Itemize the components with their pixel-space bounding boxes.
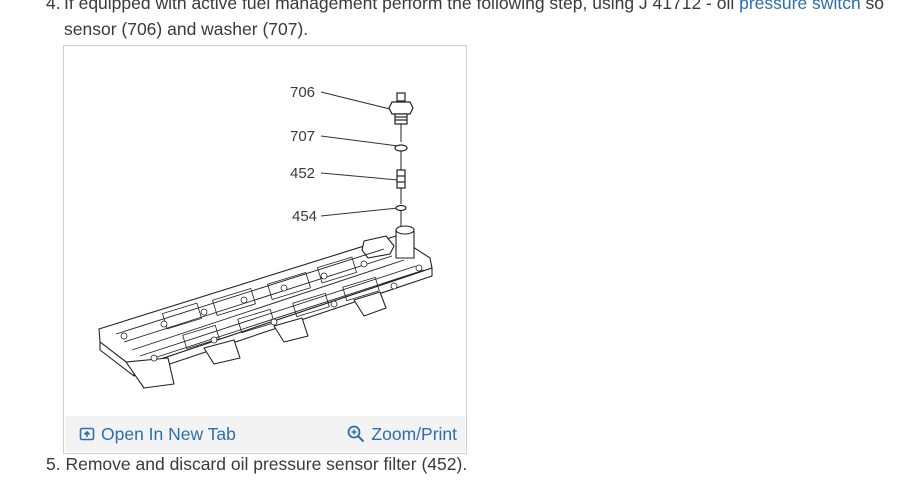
step-4-text-tail: so — [860, 0, 885, 13]
step-5-text: Remove and discard oil pressure sensor f… — [65, 454, 468, 474]
oil-pressure-sensor-part — [388, 92, 414, 142]
open-in-new-tab-icon — [79, 427, 95, 441]
o-ring-part — [395, 204, 407, 212]
zoom-print-label: Zoom/Print — [371, 423, 457, 444]
callout-706: 706 — [290, 84, 315, 101]
step-5-number: 5. — [46, 454, 61, 474]
figure-oil-pressure-sensor: 706 707 452 454 — [63, 45, 467, 454]
callout-454: 454 — [292, 208, 317, 225]
figure-toolbar: Open In New Tab Zoom/Print — [65, 416, 465, 452]
valve-body-part — [98, 225, 433, 389]
step-4-text: If equipped with active fuel management … — [64, 0, 740, 13]
step-4: 4.If equipped with active fuel managemen… — [46, 0, 900, 42]
step-5: 5. Remove and discard oil pressure senso… — [46, 452, 467, 476]
zoom-magnifier-icon — [348, 425, 365, 443]
open-in-new-tab-label: Open In New Tab — [101, 423, 236, 444]
oil-pressure-switch-link[interactable]: pressure switch — [739, 0, 861, 13]
washer-part — [394, 144, 408, 152]
callout-452: 452 — [290, 165, 315, 182]
step-4-line-2: sensor (706) and washer (707). — [64, 19, 309, 39]
sensor-filter-part — [396, 169, 406, 189]
callout-707: 707 — [290, 128, 315, 145]
step-4-number: 4. — [46, 0, 61, 13]
valve-body-illustration[interactable]: 706 707 452 454 — [64, 46, 466, 416]
step-4-line-1: 4.If equipped with active fuel managemen… — [46, 0, 900, 16]
leader-lines — [320, 91, 399, 217]
zoom-print-link[interactable]: Zoom/Print — [347, 424, 457, 445]
open-in-new-tab-link[interactable]: Open In New Tab — [79, 424, 236, 445]
